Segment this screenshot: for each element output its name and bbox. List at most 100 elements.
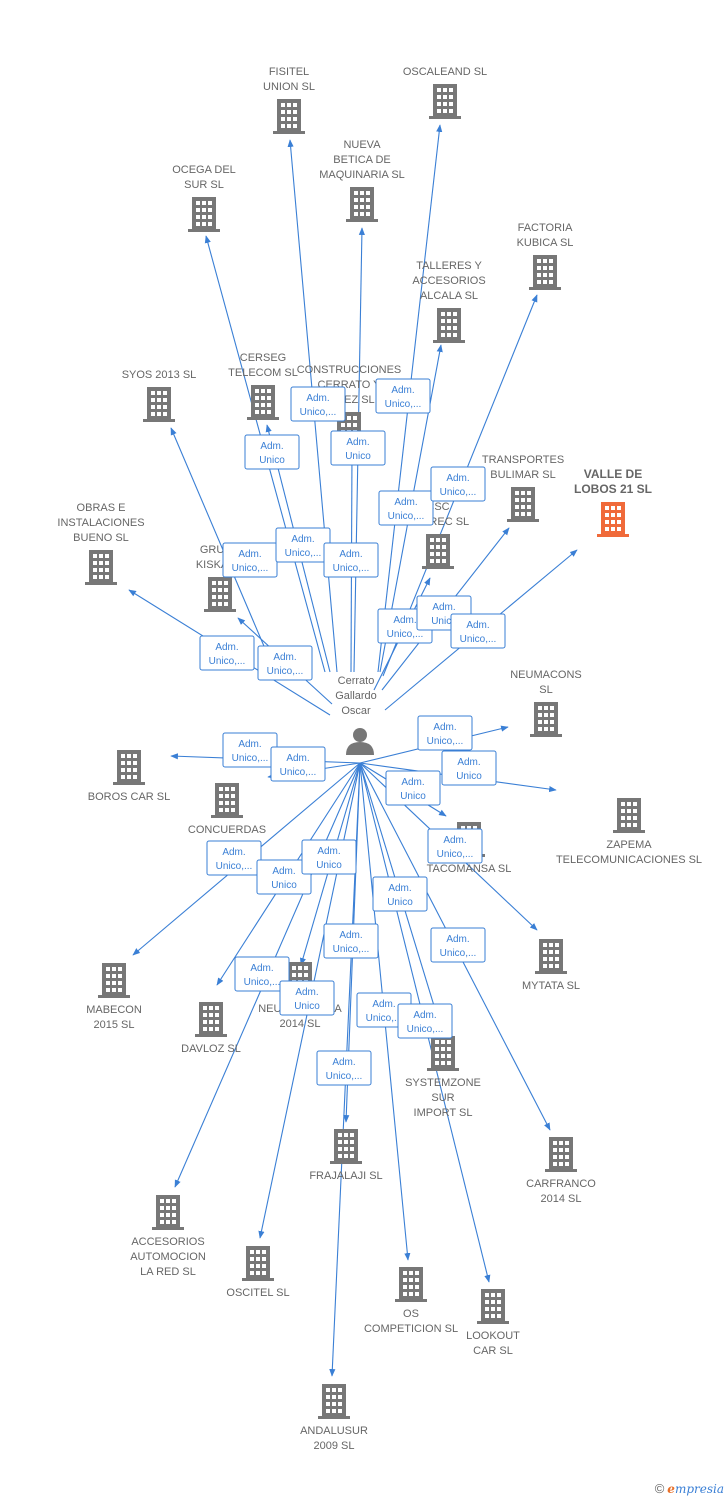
company-label-line: SUR [431, 1092, 454, 1104]
company-label-line: TELECOMUNICACIONES SL [556, 854, 702, 866]
relation-label-adm-unico[interactable]: Adm.Unico [256, 859, 312, 895]
relation-label-adm-unico[interactable]: Adm.Unico,... [323, 542, 379, 578]
person-icon [346, 728, 374, 755]
relation-label-adm-unico[interactable]: Adm.Unico [244, 434, 300, 470]
company-label-line: MYTATA SL [522, 980, 580, 992]
relation-label-adm-unico[interactable]: Adm.Unico,... [222, 732, 278, 768]
company-label-line: AUTOMOCION [130, 1251, 206, 1263]
relation-label-text: Unico [345, 451, 371, 462]
relation-label-adm-unico[interactable]: Adm.Unico [385, 770, 441, 806]
relation-label-text: Adm. [394, 497, 417, 508]
relation-label-adm-unico[interactable]: Adm. Unico,... [323, 923, 379, 959]
relation-label-adm-unico[interactable]: Adm.Unico,... [316, 1050, 372, 1086]
relation-label-text: Unico,... [387, 629, 424, 640]
relation-label-adm-unico[interactable]: Adm.Unico,... [427, 828, 483, 864]
company-label-line: BUENO SL [73, 532, 129, 544]
relation-label-adm-unico[interactable]: Adm.Unico,... [417, 715, 473, 751]
relation-label-adm-unico[interactable]: Adm.Unico,... [397, 1003, 453, 1039]
company-label-line: BETICA DE [333, 154, 390, 166]
company-label-line: SL [539, 684, 552, 696]
building-icon [613, 798, 645, 833]
company-node-davloz[interactable]: DAVLOZ SL [181, 1002, 241, 1055]
company-node-oscaleand[interactable]: OSCALEAND SL [403, 66, 487, 119]
relation-label-adm-unico[interactable]: Adm.Unico,... [270, 746, 326, 782]
company-label-line: TACOMANSA SL [427, 863, 512, 875]
relation-label-adm-unico[interactable]: Adm.Unico [330, 430, 386, 466]
relation-label-text: Adm. [339, 930, 362, 941]
building-icon [143, 387, 175, 422]
building-icon [535, 939, 567, 974]
relation-label-adm-unico[interactable]: Adm.Unico,... [222, 542, 278, 578]
company-label-line: ACCESORIOS [131, 1236, 204, 1248]
relation-label-adm-unico[interactable]: Adm. Unico [372, 876, 428, 912]
relation-label-text: Adm. [393, 615, 416, 626]
relation-label-adm-unico[interactable]: Adm.Unico,... [378, 490, 434, 526]
relation-label-adm-unico[interactable]: Adm.Unico,... [430, 927, 486, 963]
building-icon [507, 487, 539, 522]
company-label-line: LOOKOUT [466, 1330, 520, 1342]
relation-label-text: Unico [387, 897, 413, 908]
relation-label-text: Unico,... [333, 563, 370, 574]
relation-label-adm-unico[interactable]: Adm.Unico,... [375, 378, 431, 414]
building-icon [545, 1137, 577, 1172]
company-label-line: CONCUERDAS [188, 824, 266, 836]
company-node-boros[interactable]: BOROS CAR SL [88, 750, 171, 803]
building-icon [427, 1036, 459, 1071]
relation-label-text: Unico,... [280, 767, 317, 778]
relation-label-adm-unico[interactable]: Adm.Unico [279, 980, 335, 1016]
building-icon [597, 502, 629, 537]
relation-label-text: Adm. [372, 999, 395, 1010]
relation-label-adm-unico[interactable]: Adm.Unico,... [430, 466, 486, 502]
relation-label-adm-unico[interactable]: Adm.Unico,... [257, 645, 313, 681]
company-node-frajalaji[interactable]: FRAJALAJI SL [309, 1129, 383, 1182]
relation-label-text: Unico [294, 1001, 320, 1012]
building-icon [188, 197, 220, 232]
building-icon [242, 1246, 274, 1281]
relation-label-text: Adm. [388, 883, 411, 894]
person-name-line: Gallardo [335, 690, 377, 702]
relation-label-text: Adm. [238, 549, 261, 560]
relation-label-adm-unico[interactable]: Adm.Unico,... [199, 635, 255, 671]
relation-label-adm-unico[interactable]: Adm.Unico,... [290, 386, 346, 422]
relation-label-text: Unico,... [437, 849, 474, 860]
relation-label-adm-unico[interactable]: Adm.Unico [301, 839, 357, 875]
company-node-tacomansa[interactable]: TACOMANSA SL [427, 822, 512, 875]
relation-label-text: Adm. [215, 642, 238, 653]
building-icon [152, 1195, 184, 1230]
company-node-syos[interactable]: SYOS 2013 SL [122, 369, 197, 422]
relation-label-adm-unico[interactable]: Adm.Unico [441, 750, 497, 786]
relation-label-adm-unico[interactable]: Adm.Unico,... [206, 840, 262, 876]
company-label-line: SUR SL [184, 179, 224, 191]
relation-label-adm-unico[interactable]: Adm.Unico,... [450, 613, 506, 649]
company-node-lookout[interactable]: LOOKOUT CAR SL [466, 1289, 520, 1357]
company-node-mytata[interactable]: MYTATA SL [522, 939, 580, 992]
company-label-line: CAR SL [473, 1345, 513, 1357]
relation-label-adm-unico[interactable]: Adm.Unico,... [275, 527, 331, 563]
building-icon [318, 1384, 350, 1419]
relation-label-text: Adm. [273, 652, 296, 663]
company-node-oscitel[interactable]: OSCITEL SL [226, 1246, 290, 1299]
company-label-line: FRAJALAJI SL [309, 1170, 382, 1182]
relation-label-adm-unico[interactable]: Adm.Unico,... [234, 956, 290, 992]
relation-label-text: Unico,... [333, 944, 370, 955]
company-label-line: OS [403, 1308, 419, 1320]
relation-label-text: Adm. [317, 846, 340, 857]
